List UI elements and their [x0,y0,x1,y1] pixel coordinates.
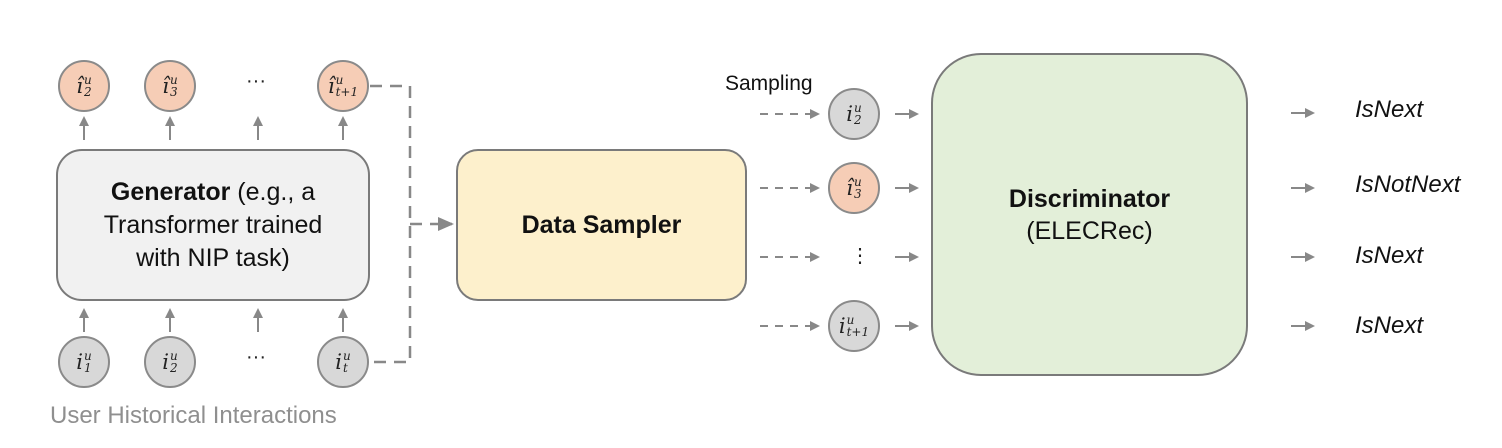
node-superscript: u [335,73,344,87]
discriminator-title: Discriminator [1008,184,1171,213]
node-symbol: î [327,74,335,98]
node-superscript: u [83,73,92,87]
node-subscript: 3 [169,85,178,99]
node-subscript: t+1 [335,85,359,99]
output-label: IsNext [1355,96,1424,123]
data-sampler-label: Data Sampler [521,210,682,239]
horizontal-ellipsis: ··· [246,346,266,368]
vertical-ellipsis: ⋮ [850,245,870,267]
discriminator-output-arrows [1291,108,1315,331]
node-symbol: i [846,102,853,126]
generator-box: Generator (e.g., a Transformer trained w… [56,149,370,301]
node-subscript: 3 [853,187,862,201]
node-superscript: u [853,101,862,115]
generator-line-1: Generator (e.g., a [111,176,315,209]
node-superscript: u [83,349,92,363]
caption: User Historical Interactions [50,402,337,429]
discriminator-box: Discriminator (ELECRec) [931,53,1248,376]
node-subscript: 1 [83,361,92,375]
node-superscript: u [169,349,178,363]
discriminator-subtitle: (ELECRec) [1026,216,1153,245]
generator-line-2: Transformer trained [103,210,323,239]
output-label: IsNext [1355,242,1424,269]
node-superscript: u [853,175,862,189]
node-subscript: t+1 [846,325,870,339]
node-subscript: 2 [169,361,178,375]
generator-output-arrows [79,116,348,140]
node-symbol: î [76,74,83,98]
node-symbol: i [838,314,846,338]
sampling-label: Sampling [725,72,813,95]
node-subscript: t [342,361,348,375]
node-symbol: î [846,176,853,200]
node-symbol: i [162,350,169,374]
node-superscript: u [169,73,178,87]
node-subscript: 2 [83,85,92,99]
horizontal-ellipsis: ··· [246,70,266,92]
node-subscript: 2 [853,113,862,127]
data-sampler-box: Data Sampler [456,149,747,301]
generator-title: Generator [110,177,231,206]
bracket-line [370,84,412,364]
generator-input-arrows [79,308,348,332]
sampling-arrows [760,109,820,331]
node-symbol: i [76,350,83,374]
output-label: IsNext [1355,312,1424,339]
node-superscript: u [846,313,855,327]
node-superscript: u [342,349,351,363]
to-sampler-bracket [370,84,454,364]
node-symbol: î [162,74,169,98]
node-symbol: i [335,350,342,374]
generator-line-3: with NIP task) [136,243,290,272]
output-label: IsNotNext [1355,171,1461,198]
generator-text: (e.g., a [230,177,316,206]
discriminator-input-arrows [895,109,919,331]
